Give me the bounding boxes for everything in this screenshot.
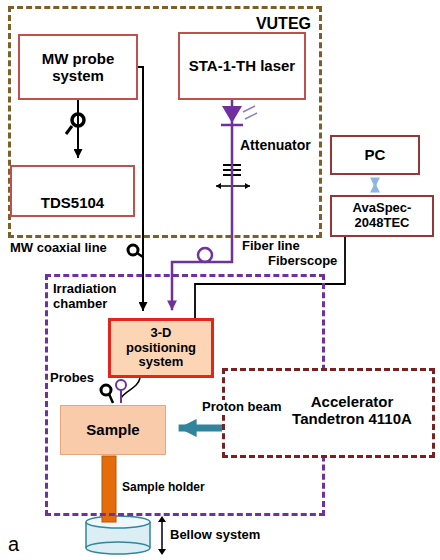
panel-letter: a (8, 533, 19, 556)
coax-connector (66, 126, 72, 134)
spectrometer-box: AvaSpec-2048TEC (330, 195, 434, 237)
fiber-probe (116, 380, 126, 390)
bellow-cylinder (86, 542, 150, 554)
box-label: PC (365, 146, 386, 163)
region-title: VUTEG (221, 15, 311, 33)
sample-box: Sample (60, 405, 166, 455)
process-box: STA-1-TH laser (178, 32, 306, 100)
box-label: 3-D positioning system (114, 326, 208, 371)
process-box: PC (330, 135, 420, 175)
component-label: Probes (50, 371, 94, 386)
region-title: Accelerator Tandetron 4110A (277, 393, 427, 428)
oscilloscope-box: TDS5104 (10, 165, 135, 217)
bellow-move-arrow (161, 518, 163, 553)
emission-arrow (243, 106, 255, 112)
component-label: Bellow system (170, 528, 260, 543)
probe-connector (101, 385, 111, 395)
process-box: MW probe system (18, 34, 138, 100)
sample-holder-rod (102, 456, 116, 522)
line-label: Fiber line (242, 239, 300, 254)
fiber-line (172, 100, 232, 310)
accelerator-region: Accelerator Tandetron 4110A (222, 368, 435, 458)
coax-connector (128, 245, 138, 255)
positioning-box: 3-D positioning system (108, 318, 214, 378)
probe-tip (109, 394, 113, 403)
line-label: Fiberscope (268, 254, 337, 269)
component-label: Attenuator (240, 137, 311, 153)
box-label: MW probe system (23, 50, 133, 85)
bellow-cylinder (85, 522, 87, 548)
bellow-cylinder (149, 522, 151, 548)
vuteg-region: VUTEG MW probe system STA-1-TH laserTDS510… (8, 6, 322, 238)
proton-beam-arrow (179, 425, 222, 432)
bellow-cylinder (86, 516, 150, 528)
box-label: Sample (86, 421, 139, 438)
data-link-arrow (374, 183, 377, 188)
line-label: MW coaxial line (10, 241, 107, 256)
coax-arrow (77, 100, 79, 158)
box-label: TDS5104 (41, 194, 104, 211)
box-label: STA-1-TH laser (189, 57, 295, 74)
bellow-move-arrow (158, 516, 166, 555)
fiber-loop (198, 248, 212, 262)
fiber-probe (120, 390, 122, 403)
region-title: Irradiation chamber (53, 282, 141, 312)
emission-arrow (245, 113, 257, 119)
box-label: AvaSpec-2048TEC (335, 201, 429, 231)
component-label: Sample holder (122, 481, 205, 495)
